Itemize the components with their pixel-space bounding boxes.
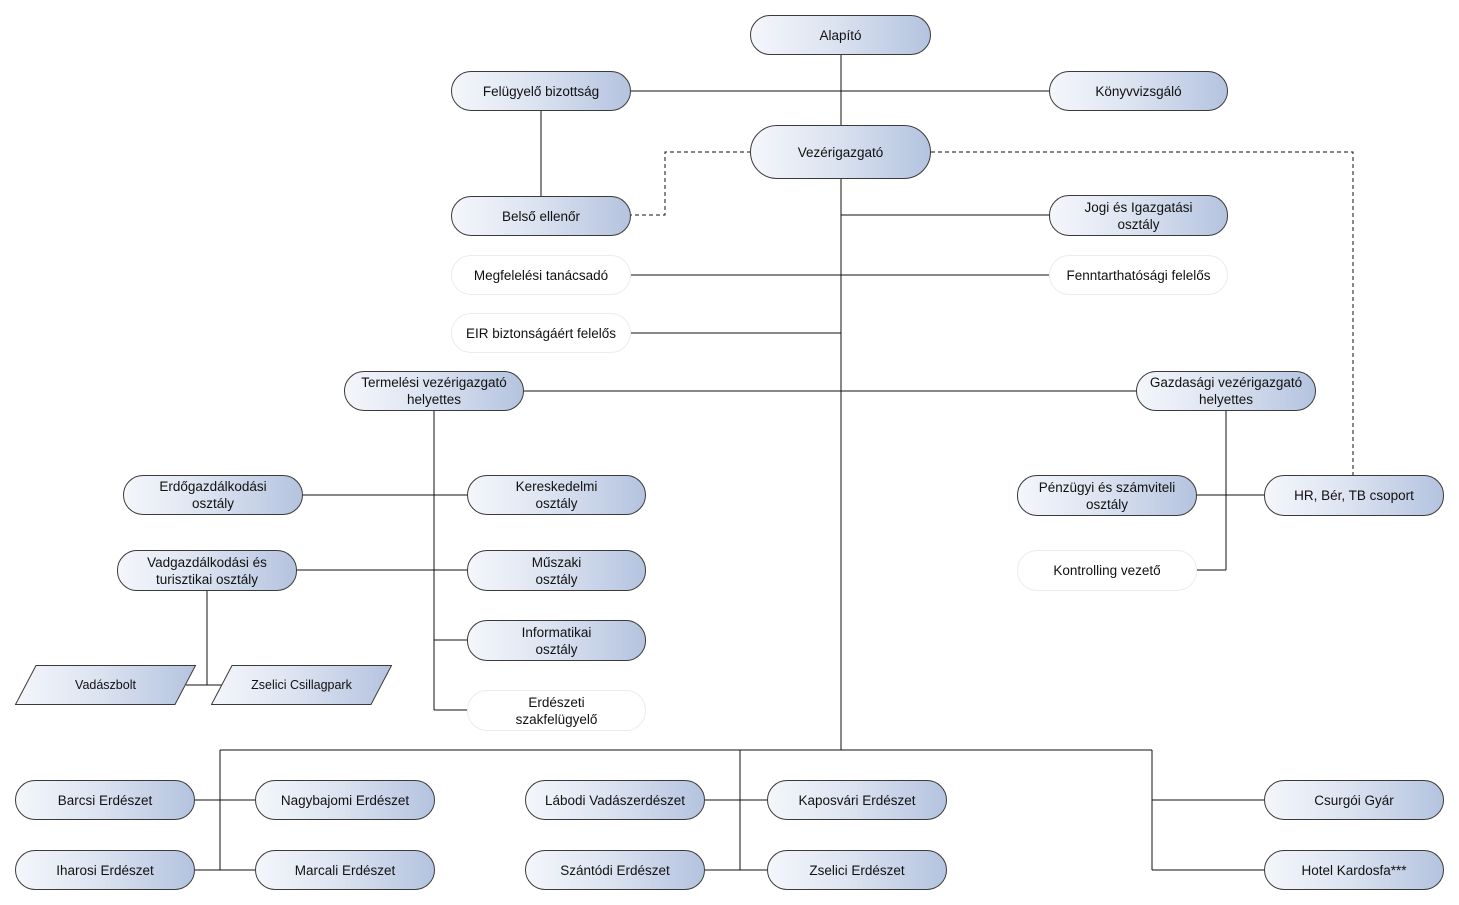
node-kaposvari-erdeszet: Kaposvári Erdészet [767, 780, 947, 820]
node-label: Könyvvizsgáló [1095, 83, 1182, 99]
node-label: Pénzügyi és számviteli osztály [1038, 479, 1176, 512]
node-label: Megfelelési tanácsadó [473, 267, 609, 283]
node-label: Belső ellenőr [501, 208, 581, 224]
node-label: Kontrolling vezető [1053, 563, 1161, 578]
node-vadaszbolt: Vadászbolt [15, 665, 196, 705]
node-csurgoi-gyar: Csurgói Gyár [1264, 780, 1444, 820]
node-eir-felelos: EIR biztonságáért felelős [451, 313, 631, 353]
node-label: Barcsi Erdészet [57, 792, 153, 808]
node-nagybajomi-erdeszet: Nagybajomi Erdészet [255, 780, 435, 820]
node-label: Jogi és Igazgatási osztály [1084, 199, 1193, 232]
node-belso-ellenor: Belső ellenőr [451, 196, 631, 236]
node-label: Kereskedelmi osztály [515, 479, 598, 511]
node-labodi-vadaszerdeszet: Lábodi Vadászerdészet [525, 780, 705, 820]
node-megfelelesi-tanacsado: Megfelelési tanácsadó [451, 255, 631, 295]
node-label: Termelési vezérigazgató helyettes [361, 375, 507, 407]
node-label: Fenntarthatósági felelős [1066, 267, 1211, 283]
node-gazdasagi-helyettes: Gazdasági vezérigazgató helyettes [1136, 371, 1316, 411]
node-label: Iharosi Erdészet [56, 862, 154, 878]
node-label: Lábodi Vadászerdészet [544, 792, 686, 808]
node-hotel-kardosfa: Hotel Kardosfa*** [1264, 850, 1444, 890]
node-szantodi-erdeszet: Szántódi Erdészet [525, 850, 705, 890]
node-label: Erdészeti szakfelügyelő [515, 694, 598, 727]
node-vadgazdalkodasi-osztaly: Vadgazdálkodási és turisztikai osztály [117, 550, 297, 591]
node-label: Csurgói Gyár [1314, 792, 1394, 808]
node-label: Szántódi Erdészet [560, 862, 670, 878]
node-vezerigazgato: Vezérigazgató [750, 125, 931, 179]
node-muszaki-osztaly: Műszaki osztály [467, 550, 646, 591]
node-penzugyi-osztaly: Pénzügyi és számviteli osztály [1017, 475, 1197, 516]
node-termelesi-helyettes: Termelési vezérigazgató helyettes [344, 371, 524, 411]
node-marcali-erdeszet: Marcali Erdészet [255, 850, 435, 890]
node-label: Alapító [819, 27, 862, 43]
node-label: Gazdasági vezérigazgató helyettes [1149, 375, 1303, 407]
node-label: Felügyelő bizottság [482, 83, 600, 99]
node-label: Erdőgazdálkodási osztály [159, 479, 267, 511]
node-label: Zselici Csillagpark [251, 677, 352, 692]
node-label: Marcali Erdészet [294, 862, 396, 878]
parallelogram-shape [15, 665, 196, 705]
node-barcsi-erdeszet: Barcsi Erdészet [15, 780, 195, 820]
node-jogi-osztaly: Jogi és Igazgatási osztály [1049, 195, 1228, 236]
node-erdeszeti-szakfelugyelo: Erdészeti szakfelügyelő [467, 690, 646, 731]
node-hr-csoport: HR, Bér, TB csoport [1264, 475, 1444, 516]
node-label: Hotel Kardosfa*** [1301, 862, 1407, 878]
node-label: Zselici Erdészet [809, 862, 905, 878]
node-felugyelo-bizottsag: Felügyelő bizottság [451, 71, 631, 111]
node-informatikai-osztaly: Informatikai osztály [467, 620, 646, 661]
node-kontrolling-vezeto: Kontrolling vezető [1017, 550, 1197, 591]
node-label: Műszaki osztály [531, 554, 582, 587]
node-label: Kaposvári Erdészet [798, 792, 916, 808]
parallelogram-shape [211, 665, 392, 705]
node-label: Vadászbolt [75, 677, 136, 692]
node-iharosi-erdeszet: Iharosi Erdészet [15, 850, 195, 890]
node-kereskedelmi-osztaly: Kereskedelmi osztály [467, 475, 646, 515]
node-erdogazdalkodasi-osztaly: Erdőgazdálkodási osztály [123, 475, 303, 515]
node-label: Vezérigazgató [797, 144, 884, 160]
node-label: Nagybajomi Erdészet [280, 792, 410, 808]
node-label: Informatikai osztály [521, 624, 592, 657]
node-label: Vadgazdálkodási és turisztikai osztály [147, 554, 267, 587]
node-zselici-erdeszet: Zselici Erdészet [767, 850, 947, 890]
node-alapito: Alapító [750, 15, 931, 55]
node-fenntarthatosagi-felelos: Fenntarthatósági felelős [1049, 255, 1228, 295]
node-konyvvizsgalo: Könyvvizsgáló [1049, 71, 1228, 111]
node-zselici-csillagpark: Zselici Csillagpark [211, 665, 392, 705]
node-label: EIR biztonságáért felelős [465, 325, 617, 341]
node-label: HR, Bér, TB csoport [1294, 488, 1414, 503]
